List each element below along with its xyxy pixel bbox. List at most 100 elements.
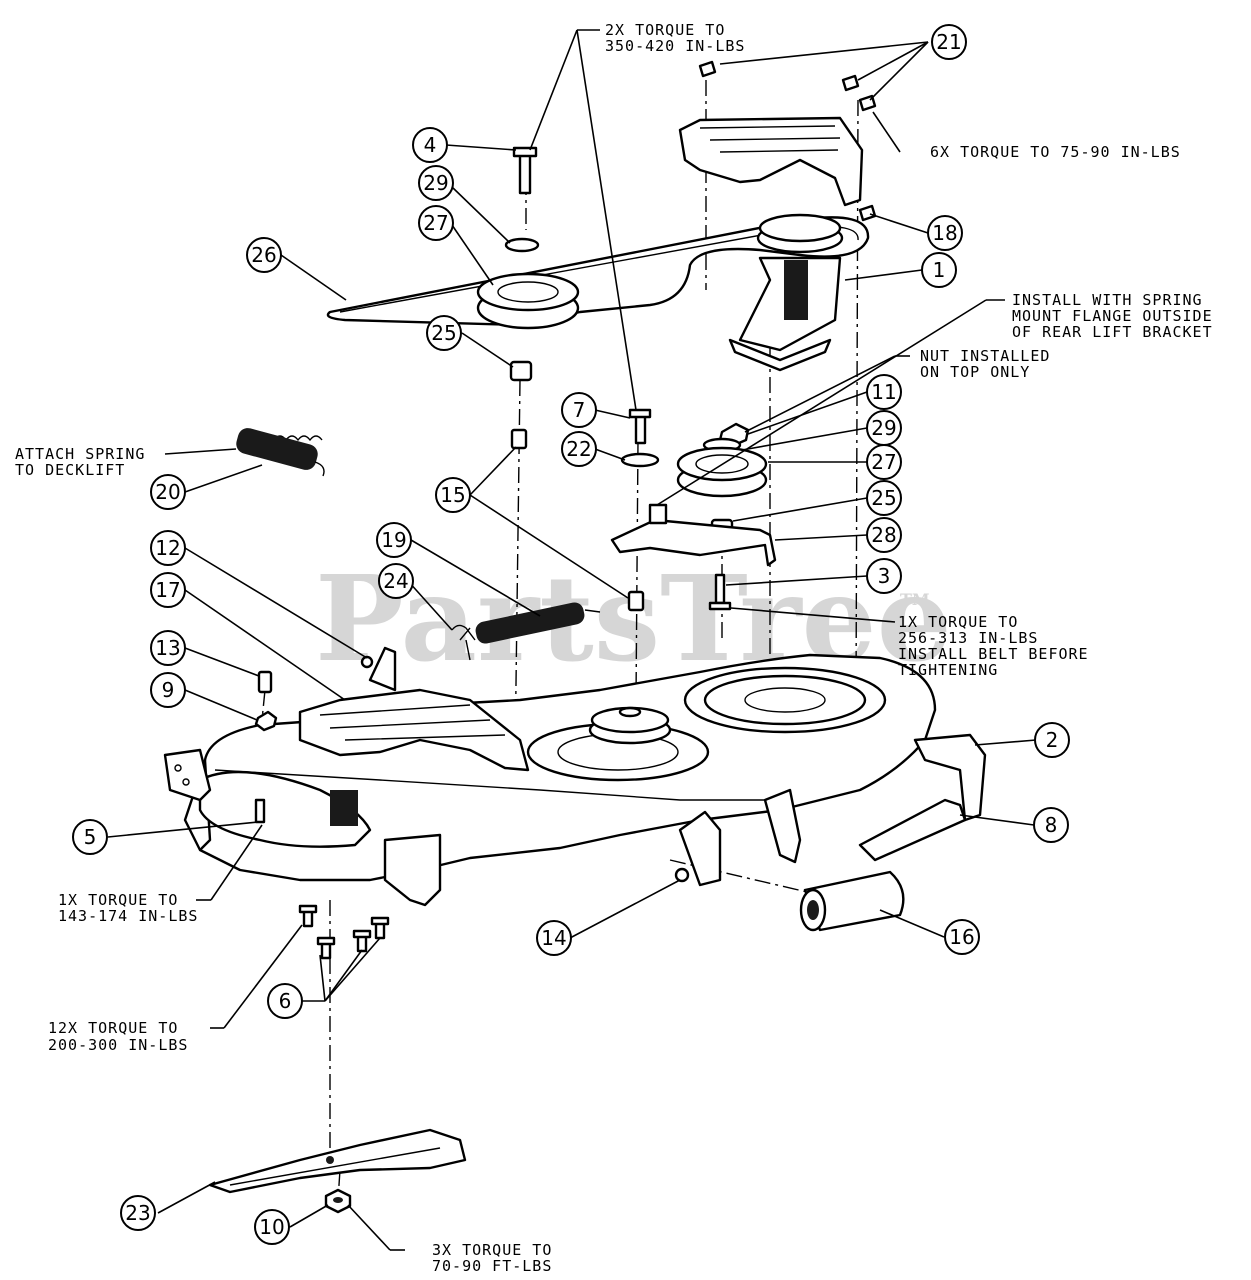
- svg-text:13: 13: [155, 636, 180, 660]
- callout-8[interactable]: 8: [1033, 807, 1069, 843]
- callout-21[interactable]: 21: [931, 24, 967, 60]
- note-text: INSTALL WITH SPRING: [1012, 291, 1203, 309]
- bracket-12: [360, 646, 397, 692]
- deck-lift-brackets: [674, 788, 802, 887]
- svg-text:1: 1: [933, 258, 946, 282]
- callout-17[interactable]: 17: [150, 572, 186, 608]
- svg-text:8: 8: [1045, 813, 1058, 837]
- note-torque-75-90: 6X TORQUE TO 75-90 IN-LBS: [930, 143, 1181, 161]
- deck-spindle-pulley: [588, 706, 672, 745]
- svg-text:29: 29: [423, 171, 448, 195]
- callout-28[interactable]: 28: [866, 517, 902, 553]
- bolt-3: [708, 573, 732, 611]
- svg-text:16: 16: [949, 925, 974, 949]
- spindle-cover-18: [678, 116, 864, 207]
- note-text: 1X TORQUE TO: [58, 891, 178, 909]
- callout-22[interactable]: 22: [561, 431, 597, 467]
- svg-text:25: 25: [871, 486, 896, 510]
- note-torque-70-90: 3X TORQUE TO 70-90 FT-LBS: [432, 1241, 552, 1275]
- note-text: NUT INSTALLED: [920, 347, 1050, 365]
- svg-text:12: 12: [155, 536, 180, 560]
- svg-text:24: 24: [383, 569, 408, 593]
- svg-text:9: 9: [162, 678, 175, 702]
- bolts-6: [298, 904, 390, 960]
- callout-29[interactable]: 29: [418, 165, 454, 201]
- note-text: 256-313 IN-LBS: [898, 629, 1038, 647]
- callout-11[interactable]: 11: [866, 374, 902, 410]
- svg-text:26: 26: [251, 243, 276, 267]
- note-text: OF REAR LIFT BRACKET: [1012, 323, 1213, 341]
- callout-3[interactable]: 3: [866, 558, 902, 594]
- callout-5[interactable]: 5: [72, 819, 108, 855]
- callout-13[interactable]: 13: [150, 630, 186, 666]
- svg-text:19: 19: [381, 528, 406, 552]
- bushing-15: [510, 428, 645, 612]
- svg-text:22: 22: [566, 437, 591, 461]
- callout-18[interactable]: 18: [927, 215, 963, 251]
- svg-text:18: 18: [932, 221, 957, 245]
- callout-6[interactable]: 6: [267, 983, 303, 1019]
- svg-text:10: 10: [259, 1215, 284, 1239]
- callout-16[interactable]: 16: [944, 919, 980, 955]
- callout-7[interactable]: 7: [561, 392, 597, 428]
- callout-20[interactable]: 20: [150, 474, 186, 510]
- note-text: 6X TORQUE TO 75-90 IN-LBS: [930, 143, 1181, 161]
- rear-bracket-2: [913, 733, 987, 822]
- washer-22: [620, 452, 660, 468]
- svg-text:14: 14: [541, 926, 566, 950]
- callout-25[interactable]: 25: [426, 315, 462, 351]
- callout-29-lower[interactable]: 29: [866, 410, 902, 446]
- note-attach-spring: ATTACH SPRING TO DECKLIFT: [15, 445, 145, 479]
- callout-12[interactable]: 12: [150, 530, 186, 566]
- note-text: TO DECKLIFT: [15, 461, 125, 479]
- svg-text:17: 17: [155, 578, 180, 602]
- idler-bracket-28: [610, 503, 777, 567]
- note-text: ON TOP ONLY: [920, 363, 1030, 381]
- bolt-4: [512, 146, 538, 195]
- bolt-5: [254, 798, 266, 824]
- callout-19[interactable]: 19: [376, 522, 412, 558]
- idler-pulley-27-upper: [476, 237, 580, 330]
- leader-lines: [107, 29, 1037, 1251]
- note-install-spring: INSTALL WITH SPRING MOUNT FLANGE OUTSIDE…: [1012, 291, 1213, 341]
- svg-text:3: 3: [878, 564, 891, 588]
- callout-4[interactable]: 4: [412, 127, 448, 163]
- svg-text:7: 7: [573, 398, 586, 422]
- note-text: TIGHTENING: [898, 661, 998, 679]
- note-text: ATTACH SPRING: [15, 445, 145, 463]
- callout-25-lower[interactable]: 25: [866, 480, 902, 516]
- callout-26[interactable]: 26: [246, 237, 282, 273]
- callout-1[interactable]: 1: [921, 252, 957, 288]
- svg-text:23: 23: [125, 1201, 150, 1225]
- svg-text:11: 11: [871, 380, 896, 404]
- callout-24[interactable]: 24: [378, 563, 414, 599]
- svg-text:20: 20: [155, 480, 180, 504]
- deck-housing: [183, 653, 937, 882]
- spacer-25-upper: [509, 360, 533, 382]
- note-text: 1X TORQUE TO: [898, 613, 1018, 631]
- blade-23: [208, 1128, 467, 1194]
- callout-15[interactable]: 15: [435, 477, 471, 513]
- note-text: 350-420 IN-LBS: [605, 37, 745, 55]
- note-text: 12X TORQUE TO: [48, 1019, 178, 1037]
- svg-text:27: 27: [423, 211, 448, 235]
- callout-10[interactable]: 10: [254, 1209, 290, 1245]
- note-text: 2X TORQUE TO: [605, 21, 725, 39]
- callout-23[interactable]: 23: [120, 1195, 156, 1231]
- spindle-assembly-1: [728, 213, 844, 372]
- rod-8: [858, 798, 967, 862]
- svg-text:4: 4: [424, 133, 437, 157]
- callout-14[interactable]: 14: [536, 920, 572, 956]
- rod-24: [451, 624, 476, 661]
- note-text: 200-300 IN-LBS: [48, 1036, 188, 1054]
- callout-9[interactable]: 9: [150, 672, 186, 708]
- blade-nut-10: [324, 1188, 352, 1214]
- callout-2[interactable]: 2: [1034, 722, 1070, 758]
- callout-27[interactable]: 27: [418, 205, 454, 241]
- spring-20: [236, 428, 325, 477]
- callout-27-lower[interactable]: 27: [866, 444, 902, 480]
- note-text: 3X TORQUE TO: [432, 1241, 552, 1259]
- svg-text:5: 5: [84, 825, 97, 849]
